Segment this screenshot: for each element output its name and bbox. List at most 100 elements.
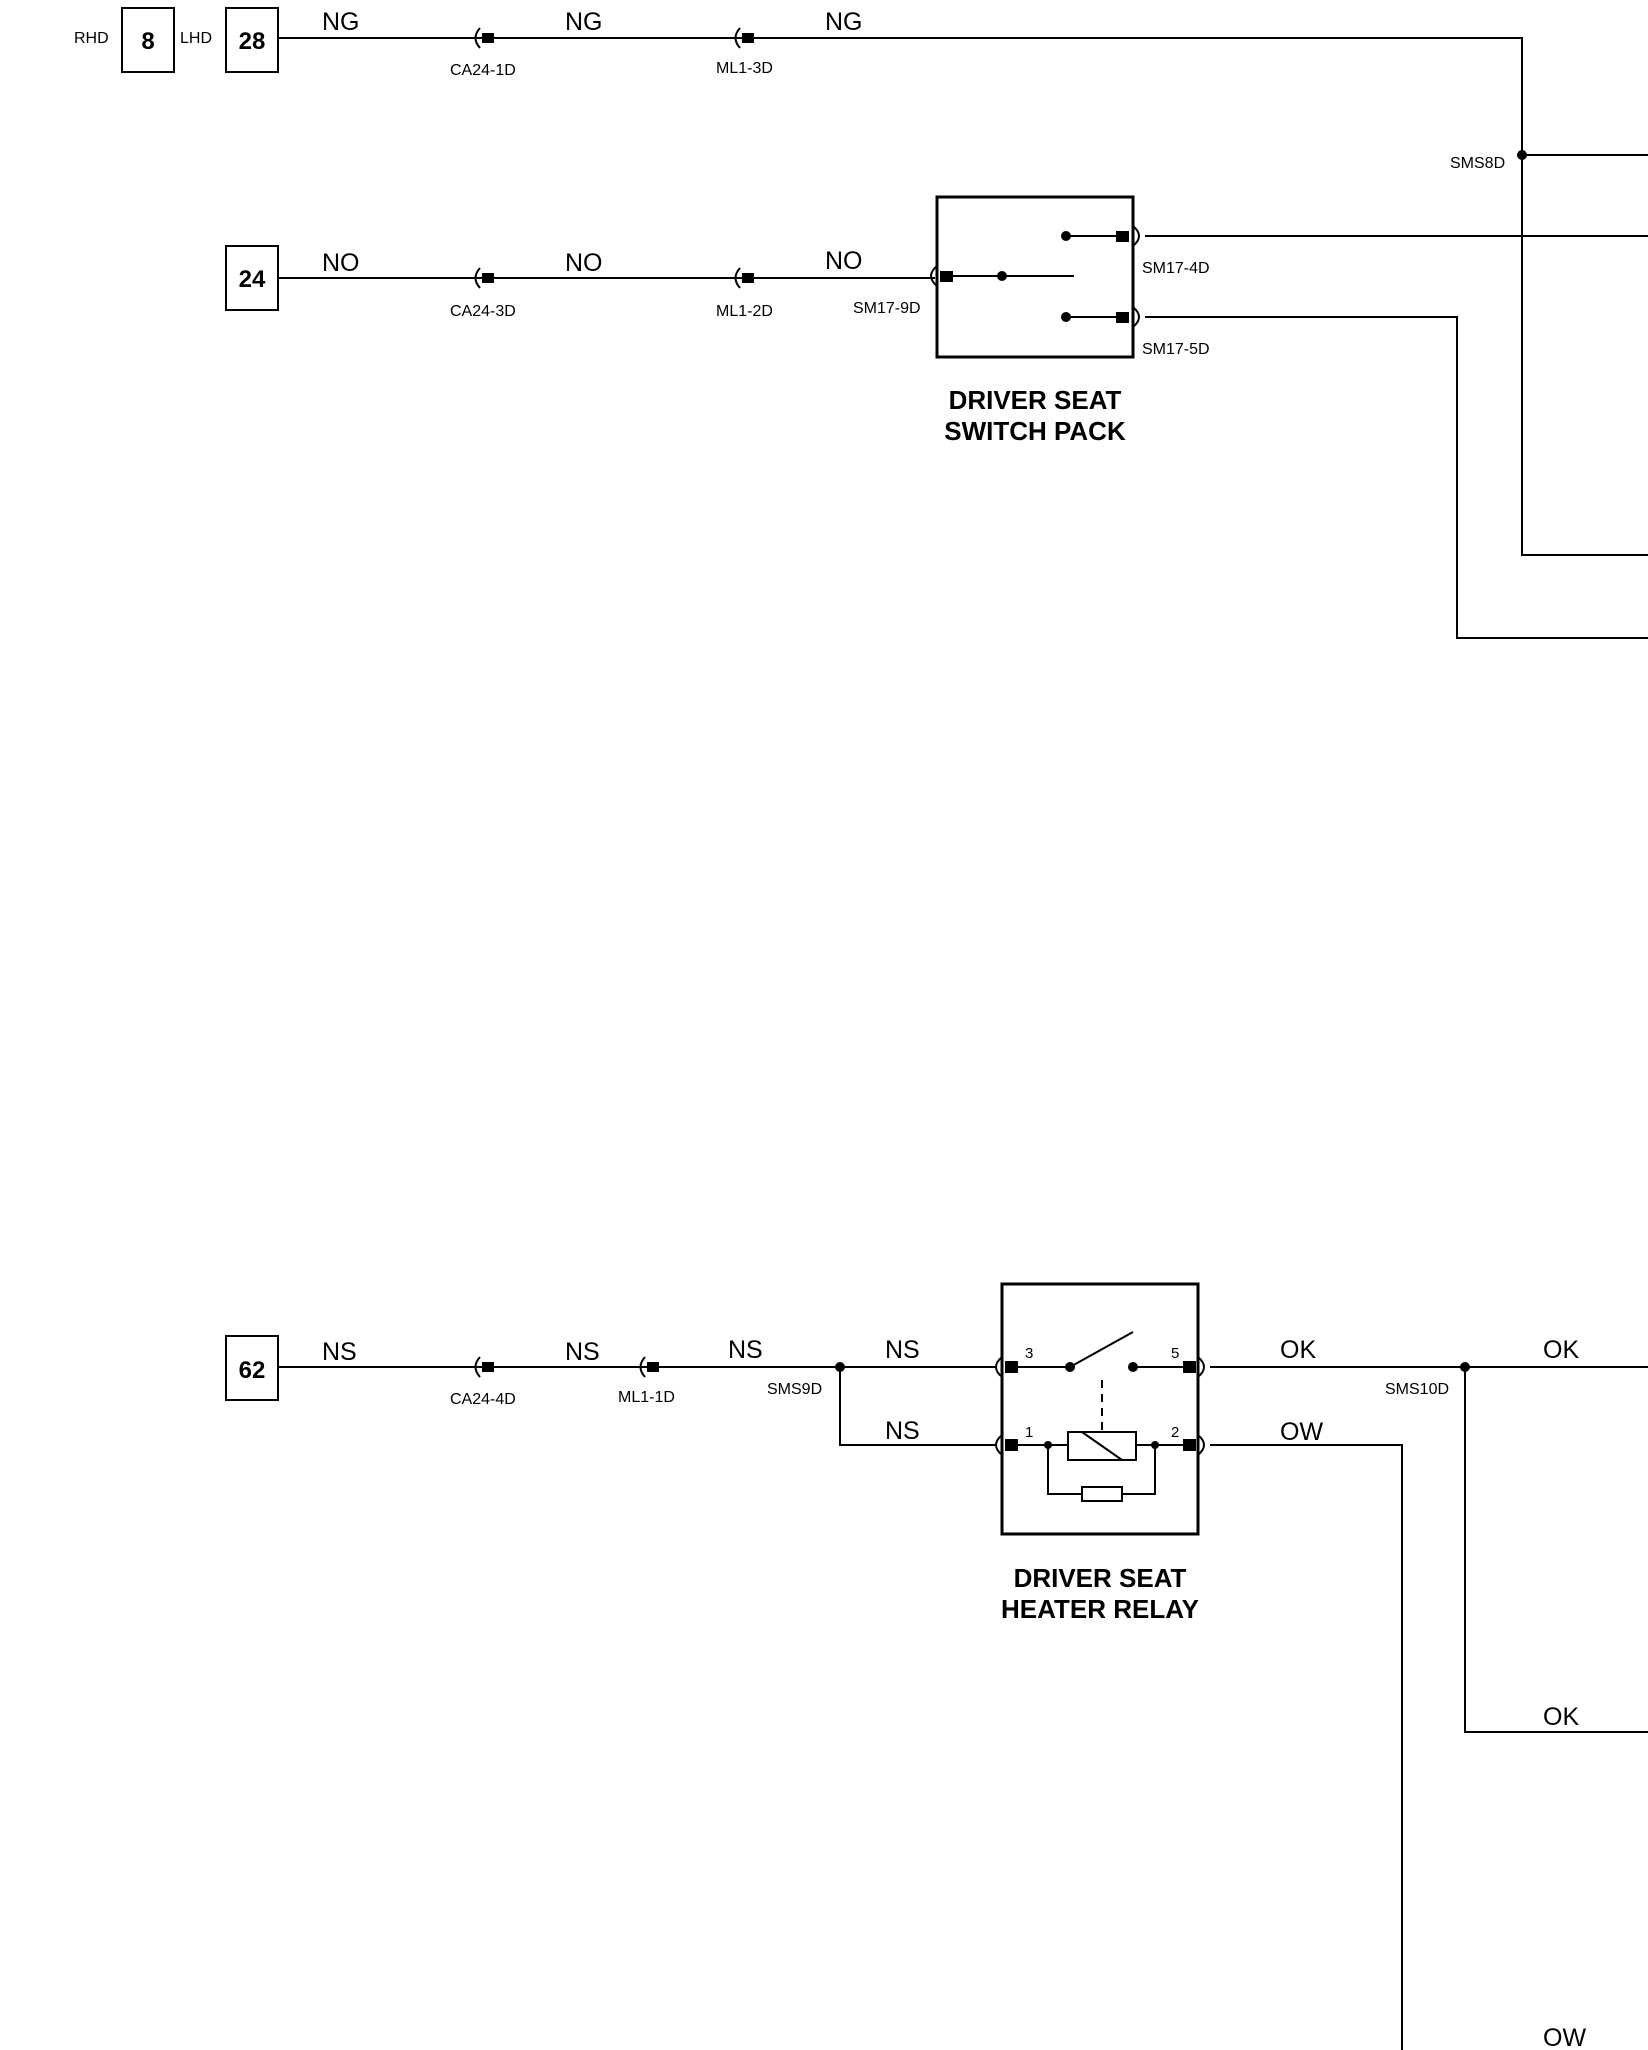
pin-5-label: 5 (1171, 1345, 1179, 1362)
switch-contact-lower (1061, 312, 1071, 322)
connector-socket-icon (734, 27, 741, 49)
driver-seat-switch-pack: SM17-9D SM17-4D SM17-5D DRIVER SEAT SWIT… (853, 195, 1648, 639)
fuse-24-box (225, 245, 279, 311)
ng-wire (278, 37, 1648, 556)
fuse-62-number: 62 (239, 1357, 266, 1384)
ok-label-3: OK (1543, 1703, 1579, 1731)
connector-socket-icon (474, 1356, 481, 1378)
ng-label-2: NG (565, 8, 603, 36)
sms9d-label: SMS9D (767, 1381, 822, 1398)
ca24-4d-label: CA24-4D (450, 1391, 516, 1408)
connector-socket-icon (474, 27, 481, 49)
fuse-lhd-side-label: LHD (180, 30, 212, 47)
ns-label-2: NS (565, 1338, 600, 1366)
fuse-rhd: RHD 8 (74, 7, 175, 73)
sms10d-splice-dot (1460, 1362, 1470, 1372)
connector-pin-icon (482, 1362, 494, 1372)
relay-resistor-loop (1047, 1445, 1156, 1495)
connector-socket-icon (474, 267, 481, 289)
relay-coil-diagonal (1081, 1431, 1123, 1461)
sm17-4d-pin-icon (1116, 231, 1129, 242)
switch-common-contact (997, 271, 1007, 281)
connector-socket-icon (734, 267, 741, 289)
ns-circuit: NS NS NS NS NS SMS9D CA24-4D ML1-1D (278, 1336, 996, 1446)
ow-label-2: OW (1543, 2024, 1586, 2050)
connector-socket-icon (639, 1356, 646, 1378)
fuse-rhd-side-label: RHD (74, 30, 109, 47)
ok-branch-wire (1464, 1367, 1648, 1733)
ok-ow-circuit: OK OK OK OW OW SMS10D (1210, 1336, 1648, 2050)
connector-pin-icon (647, 1362, 659, 1372)
ml1-3d-label: ML1-3D (716, 60, 773, 77)
connector-ml1-2d: ML1-2D (716, 267, 773, 320)
pin-2-icon (1183, 1439, 1196, 1451)
pin-5-icon (1183, 1361, 1196, 1373)
sm17-9d-socket-icon (930, 265, 938, 287)
sm17-4d-socket-icon (1132, 225, 1140, 247)
connector-ml1-3d: ML1-3D (716, 27, 773, 77)
sm17-5d-socket-icon (1132, 306, 1140, 328)
pin-1-icon (1005, 1439, 1018, 1451)
fuse-62: 62 (225, 1335, 279, 1401)
ca24-3d-label: CA24-3D (450, 303, 516, 320)
sms8d-splice-dot (1517, 150, 1527, 160)
driver-seat-heater-relay: 3 5 1 2 DRIVER SEAT HEATER RELAY (995, 1282, 1205, 1624)
switch-pack-title-line2: SWITCH PACK (944, 416, 1126, 446)
connector-pin-icon (742, 273, 754, 283)
switch-pack-title-line1: DRIVER SEAT (949, 385, 1122, 415)
ns-label-3: NS (728, 1336, 763, 1364)
connector-pin-icon (482, 273, 494, 283)
pin-5-socket-icon (1197, 1356, 1205, 1378)
pin-1-socket-icon (995, 1434, 1003, 1456)
sm17-5d-pin-icon (1116, 312, 1129, 323)
switch-contact-upper (1061, 231, 1071, 241)
ca24-1d-label: CA24-1D (450, 62, 516, 79)
connector-ca24-1d: CA24-1D (450, 27, 516, 79)
connector-pin-icon (482, 33, 494, 43)
pin-1-label: 1 (1025, 1424, 1033, 1441)
sm17-4d-label: SM17-4D (1142, 260, 1210, 277)
ok-label-1: OK (1280, 1336, 1316, 1364)
connector-ca24-3d: CA24-3D (450, 267, 516, 320)
sm17-9d-label: SM17-9D (853, 300, 921, 317)
relay-resistor-icon (1081, 1486, 1123, 1502)
no-label-2: NO (565, 249, 603, 277)
ml1-1d-label: ML1-1D (618, 1389, 675, 1406)
ns-label-1: NS (322, 1338, 357, 1366)
ns-label-5: NS (885, 1417, 920, 1445)
fuse-rhd-number: 8 (141, 28, 154, 55)
fuse-rhd-box (121, 7, 175, 73)
ml1-2d-label: ML1-2D (716, 303, 773, 320)
ng-label-1: NG (322, 8, 360, 36)
no-label-1: NO (322, 249, 360, 277)
connector-pin-icon (742, 33, 754, 43)
fuse-lhd-number: 28 (239, 28, 266, 55)
sms10d-label: SMS10D (1385, 1381, 1449, 1398)
connector-ca24-4d: CA24-4D (450, 1356, 516, 1408)
pin-2-label: 2 (1171, 1424, 1179, 1441)
ng-label-3: NG (825, 8, 863, 36)
no-label-3: NO (825, 247, 863, 275)
sms8d-label: SMS8D (1450, 155, 1505, 172)
ns-label-4: NS (885, 1336, 920, 1364)
pin-3-icon (1005, 1361, 1018, 1373)
fuse-24: 24 (225, 245, 279, 311)
relay-switch-arm (1069, 1331, 1134, 1368)
sm17-5d-label: SM17-5D (1142, 341, 1210, 358)
pin-3-socket-icon (995, 1356, 1003, 1378)
ow-wire (1210, 1444, 1403, 2050)
no-circuit: NO NO NO CA24-3D ML1-2D (278, 247, 935, 320)
sm17-9d-pin-icon (940, 271, 953, 282)
ow-label-1: OW (1280, 1418, 1323, 1446)
ok-label-2: OK (1543, 1336, 1579, 1364)
heater-relay-title-line1: DRIVER SEAT (1014, 1563, 1187, 1593)
fuse-24-number: 24 (239, 266, 266, 293)
ng-circuit: NG NG NG SMS8D CA24-1D ML1-3D (278, 8, 1648, 556)
fuse-lhd-box (225, 7, 279, 73)
sm17-5d-output-wire (1145, 316, 1648, 639)
pin-3-label: 3 (1025, 1345, 1033, 1362)
sms9d-splice-dot (835, 1362, 845, 1372)
ns-branch-wire (839, 1367, 996, 1446)
pin-2-socket-icon (1197, 1434, 1205, 1456)
